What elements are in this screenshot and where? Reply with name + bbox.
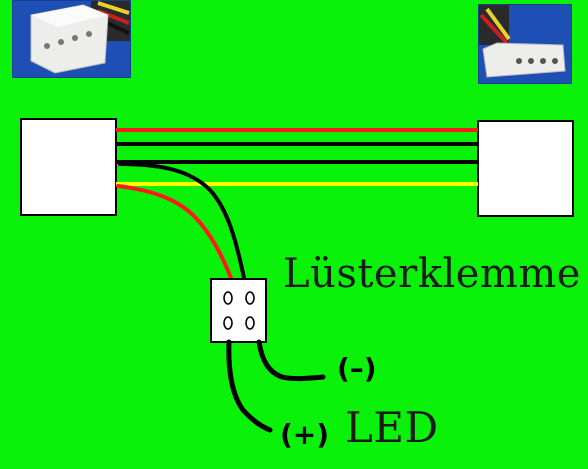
terminal-block	[210, 278, 267, 343]
molex-connector-icon	[479, 5, 571, 83]
molex-connector-photo-right	[478, 4, 572, 84]
wire-led-plus	[226, 339, 273, 433]
molex-connector-photo-left	[12, 0, 131, 78]
led-label: LED	[345, 403, 439, 452]
wire-red-branch	[116, 184, 233, 280]
left-connector-box	[20, 118, 117, 216]
right-connector-box	[477, 120, 574, 217]
plus-label: (+)	[280, 418, 330, 451]
wire-black-branch	[118, 162, 246, 280]
terminal-screws	[223, 291, 255, 330]
terminal-block-label: Lüsterklemme	[283, 251, 581, 297]
minus-label: (–)	[337, 352, 377, 385]
wire-led-minus	[256, 339, 326, 382]
molex-connector-icon	[13, 1, 130, 77]
